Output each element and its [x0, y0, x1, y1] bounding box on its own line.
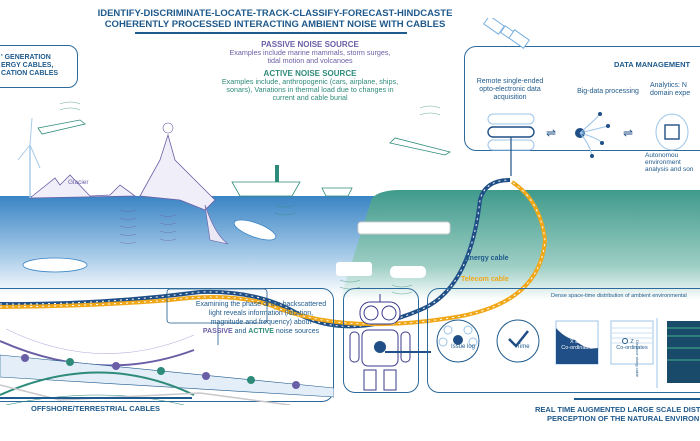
satellite-icon	[483, 18, 530, 49]
exchange-arrows-icon: ⇌	[623, 126, 633, 140]
perception-footer-line: PERCEPTION OF THE NATURAL ENVIRON	[547, 414, 700, 423]
title-line-2: COHERENTLY PROCESSED INTERACTING AMBIENT…	[104, 19, 446, 30]
heatmap-axis-label: Distance along cable	[635, 340, 640, 378]
analytics-label: Analytics: N domain expe	[650, 82, 700, 98]
z-coordinates-icon	[610, 320, 654, 365]
ship	[231, 181, 301, 197]
perception-icons	[436, 318, 700, 388]
perception-box	[427, 288, 700, 393]
underwater-drone	[233, 219, 277, 241]
autonomous-line: environment	[645, 159, 681, 166]
glacier-label: Glacier	[68, 179, 89, 186]
brain-chip-icon	[655, 113, 689, 151]
left-box-line: ERGY CABLES,	[1, 62, 54, 69]
title-rule	[135, 32, 407, 34]
issue-log-label: Issue log	[450, 344, 475, 350]
active-word: ACTIVE	[248, 328, 274, 335]
dense-distribution-label: Dense space-time distribution of ambient…	[551, 293, 687, 299]
submarine	[22, 257, 88, 273]
smoke	[162, 122, 174, 134]
perception-footer: REAL TIME AUGMENTED LARGE SCALE DIST PER…	[535, 405, 700, 423]
rest-text: noise sources	[273, 328, 320, 335]
car	[390, 266, 426, 278]
clock-icon	[496, 319, 540, 363]
van	[336, 262, 372, 276]
backscatter-line: PASSIVE and ACTIVE noise sources	[186, 327, 336, 336]
glacier	[28, 174, 137, 199]
xy-label: X & Y Co-ordinates	[556, 339, 598, 351]
z-line: Co-ordinates	[616, 345, 648, 351]
phase-markers	[21, 354, 300, 389]
data-management-title: DATA MANAGEMENT	[614, 60, 691, 69]
robot-connector	[385, 351, 431, 353]
z-line: Z	[630, 339, 634, 345]
analytics-line: domain expe	[650, 90, 691, 97]
active-text: current and cable burial	[272, 93, 348, 102]
backscatter-line: light reveals information (location,	[208, 310, 314, 317]
backscatter-text: Examining the phase of the backscattered…	[186, 300, 336, 336]
passive-text: tidal motion and volcanoes	[267, 56, 353, 65]
volcano	[139, 133, 216, 211]
zoom-region	[166, 288, 268, 324]
energy-cable	[0, 178, 511, 329]
server-icon	[487, 113, 535, 176]
title-line-1: IDENTIFY-DISCRIMINATE-LOCATE-TRACK-CLASS…	[97, 8, 453, 19]
energy-cable-label: Energy cable	[465, 255, 509, 262]
autonomous-label: Autonomou environment analysis and son	[645, 152, 700, 173]
active-text: Examples include, anthropogenic (cars, a…	[221, 77, 399, 86]
and-word: and	[232, 328, 249, 335]
robot-icon	[349, 294, 411, 391]
noise-waves	[119, 209, 177, 244]
left-box-line: ' GENERATION	[1, 54, 51, 61]
autonomous-line: analysis and son	[645, 166, 694, 173]
train	[357, 221, 451, 235]
offshore-rule	[0, 397, 192, 399]
perception-footer-line: REAL TIME AUGMENTED LARGE SCALE DIST	[535, 405, 700, 414]
sea	[0, 196, 380, 296]
offshore-footer: OFFSHORE/TERRESTRIAL CABLES	[31, 404, 161, 413]
plane-right	[389, 137, 452, 156]
passive-title: PASSIVE NOISE SOURCE	[261, 40, 359, 49]
xy-line: X & Y	[570, 339, 584, 345]
passive-word: PASSIVE	[202, 328, 233, 335]
space-time-heatmap	[656, 318, 700, 388]
telecom-cable	[0, 180, 548, 327]
plane-left	[37, 119, 86, 135]
noise-sources: PASSIVE NOISE SOURCE Examples include ma…	[160, 40, 460, 102]
left-box-line: CATION CABLES	[1, 70, 59, 77]
processing-label: Big-data processing	[577, 88, 639, 95]
small-ship	[321, 187, 353, 197]
telecom-cable-label: Telecom cable	[461, 276, 509, 283]
generation-cables-box: ' GENERATION ERGY CABLES, CATION CABLES	[0, 45, 78, 88]
time-label: Time	[516, 344, 530, 350]
backscatter-line: magnitude and frequency) about	[210, 319, 312, 326]
land	[340, 190, 700, 300]
xy-line: Co-ordinates	[561, 345, 593, 351]
exchange-arrows-icon: ⇌	[546, 126, 556, 140]
big-data-icon	[575, 112, 610, 158]
passive-text: Examples include marine mammals, storm s…	[229, 48, 391, 57]
acquisition-label: Remote single-ended opto-electronic data…	[476, 78, 544, 101]
whale	[204, 204, 229, 245]
active-text: sonars), Variations in thermal load due …	[226, 85, 394, 94]
page-title: IDENTIFY-DISCRIMINATE-LOCATE-TRACK-CLASS…	[80, 8, 470, 30]
z-label: Z Co-ordinates	[611, 339, 653, 351]
perception-rule	[574, 398, 700, 400]
active-title: ACTIVE NOISE SOURCE	[263, 69, 357, 78]
xy-coordinates-icon	[555, 320, 599, 365]
backscatter-line: Examining the phase of the backscattered	[195, 301, 327, 308]
phase-diagram	[0, 328, 334, 405]
autonomous-line: Autonomou	[645, 152, 679, 159]
robot-box	[343, 288, 419, 393]
issue-log-icon	[436, 319, 480, 363]
data-flow-graphics: ⇌ ⇌	[487, 112, 633, 176]
analytics-line: Analytics: N	[650, 82, 687, 89]
